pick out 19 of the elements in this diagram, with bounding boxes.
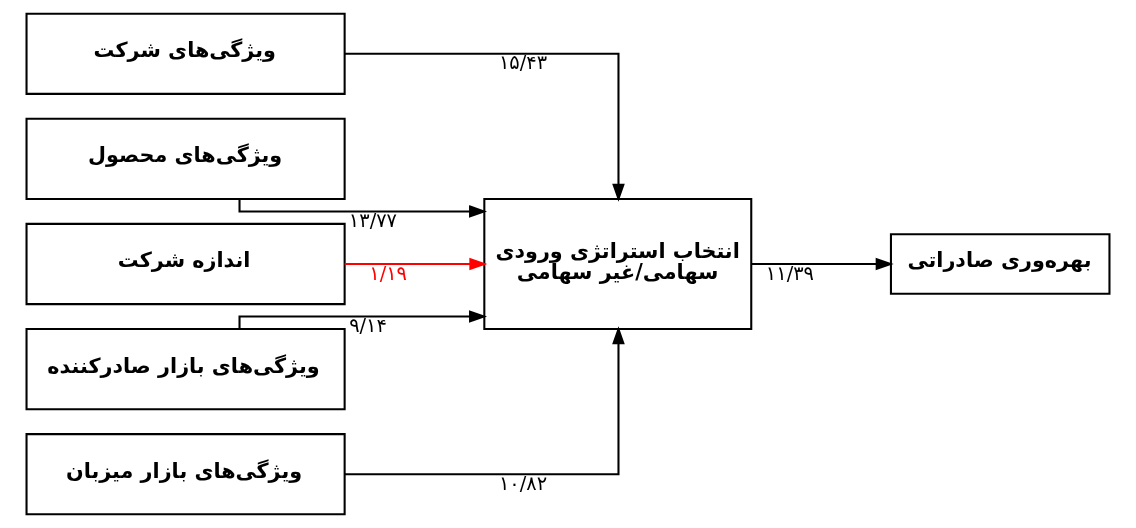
- node-box: بهره‌وری صادراتی: [889, 233, 1111, 295]
- edge-label: ۹/۱۴: [349, 314, 387, 338]
- node-box: اندازه شرکت: [25, 222, 346, 306]
- edge-label: ۱۰/۸۲: [498, 471, 548, 495]
- node-box: ویژگی‌های بازار میزبان: [25, 433, 346, 516]
- node-box: انتخاب استراتژی ورودی سهامی/غیر سهامی: [483, 197, 753, 331]
- node-box: ویژگی‌های محصول: [25, 117, 346, 201]
- arrow: [238, 199, 488, 218]
- edge-label: ۱/۱۹: [369, 261, 408, 285]
- arrow: [344, 257, 488, 271]
- arrow: [344, 326, 625, 476]
- node-box: ویژگی‌های شرکت: [25, 12, 346, 95]
- edge-label: ۱۳/۷۷: [348, 208, 397, 232]
- edge-label: ۱۵/۴۳: [498, 51, 548, 75]
- arrow: [344, 52, 625, 202]
- arrow: [751, 257, 894, 271]
- node-box: ویژگی‌های بازار صادرکننده: [25, 327, 346, 411]
- arrow: [238, 310, 488, 329]
- edge-label: ۱۱/۳۹: [765, 261, 814, 285]
